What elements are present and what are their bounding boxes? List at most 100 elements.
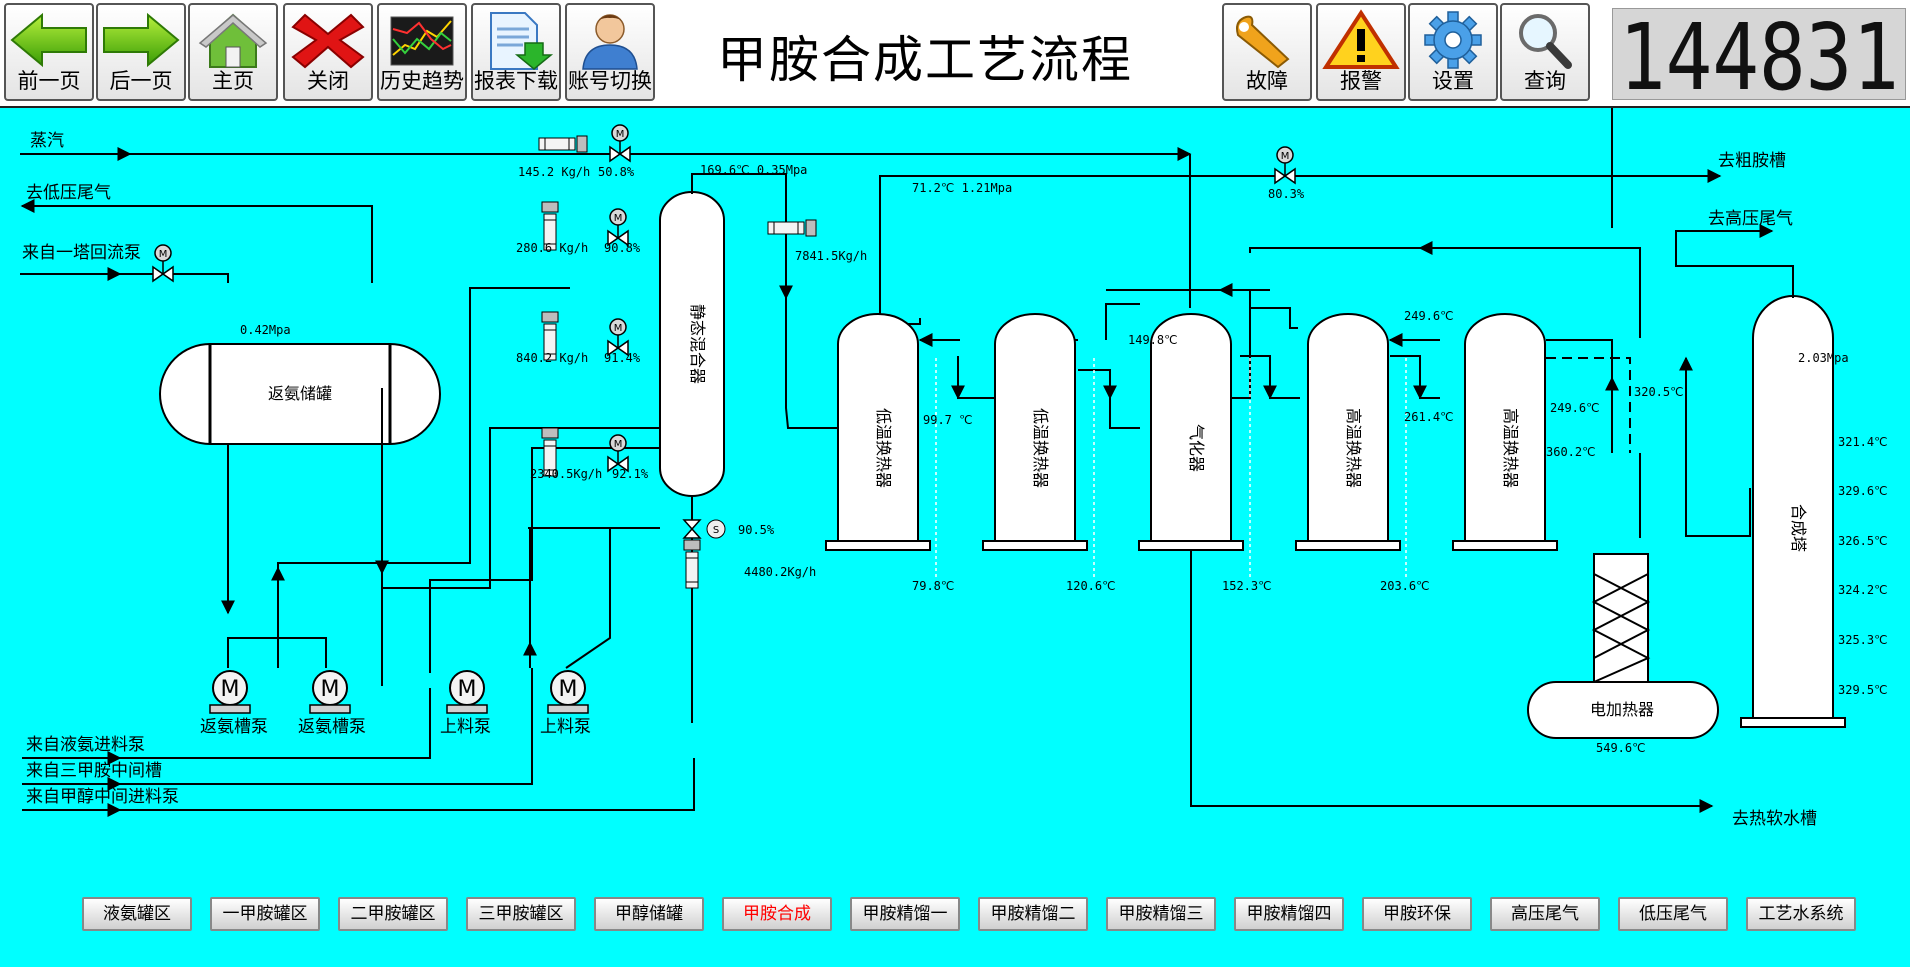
nav-methanol-tank[interactable]: 甲醇储罐 bbox=[594, 897, 704, 931]
valve-3-icon[interactable] bbox=[607, 434, 629, 472]
nav-distillation-3[interactable]: 甲胺精馏三 bbox=[1106, 897, 1216, 931]
t-heater: 549.6℃ bbox=[1596, 741, 1646, 755]
t-gasifier-top: 149.8℃ bbox=[1128, 333, 1178, 347]
thermocouple-lines bbox=[935, 358, 1407, 578]
valve2-reading: 91.4% bbox=[604, 351, 641, 365]
query-button[interactable]: 查询 bbox=[1500, 3, 1590, 101]
high-temp-exchanger-2[interactable] bbox=[1452, 313, 1558, 551]
nav-tma-tank[interactable]: 三甲胺罐区 bbox=[466, 897, 576, 931]
label-steam: 蒸汽 bbox=[30, 131, 64, 151]
nav-mma-tank[interactable]: 一甲胺罐区 bbox=[210, 897, 320, 931]
tower-temp-4: 324.2℃ bbox=[1838, 583, 1888, 597]
home-icon bbox=[198, 13, 268, 68]
report-download-button[interactable]: 报表下载 bbox=[471, 3, 561, 101]
high-tail-gas-line bbox=[1675, 230, 1794, 298]
home-label: 主页 bbox=[212, 69, 254, 93]
user-icon bbox=[582, 14, 638, 70]
history-trend-button[interactable]: 历史趋势 bbox=[377, 3, 467, 101]
next-page-button[interactable]: 后一页 bbox=[96, 3, 186, 101]
svg-text:S: S bbox=[713, 525, 719, 536]
synthesis-tower[interactable] bbox=[1740, 295, 1846, 728]
alarm-label: 报警 bbox=[1340, 69, 1382, 93]
close-button[interactable]: 关闭 bbox=[283, 3, 373, 101]
crude-amine-line bbox=[879, 169, 1722, 378]
nav-amine-environment[interactable]: 甲胺环保 bbox=[1362, 897, 1472, 931]
nav-high-pressure-tail[interactable]: 高压尾气 bbox=[1490, 897, 1600, 931]
nav-distillation-1[interactable]: 甲胺精馏一 bbox=[850, 897, 960, 931]
t-152: 152.3℃ bbox=[1222, 579, 1272, 593]
feed-pump-1[interactable] bbox=[446, 670, 488, 714]
document-download-icon bbox=[490, 12, 554, 70]
prev-page-button[interactable]: 前一页 bbox=[4, 3, 94, 101]
valve-2-icon[interactable] bbox=[607, 318, 629, 356]
low-temp-exchanger-1[interactable] bbox=[825, 313, 931, 551]
hot-water-line bbox=[1190, 550, 1710, 807]
steam-flow-reading: 145.2 Kg/h bbox=[518, 165, 590, 179]
flow3-reading: 2340.5Kg/h bbox=[530, 467, 602, 481]
tower-temp-3: 326.5℃ bbox=[1838, 534, 1888, 548]
crude-valve-icon[interactable] bbox=[1274, 146, 1296, 184]
home-button[interactable]: 主页 bbox=[188, 3, 278, 101]
feed-lines bbox=[22, 447, 695, 817]
flow1-reading: 280.6 Kg/h bbox=[516, 241, 588, 255]
warning-icon bbox=[1322, 9, 1400, 69]
page-title: 甲胺合成工艺流程 bbox=[717, 31, 1133, 89]
nav-distillation-2[interactable]: 甲胺精馏二 bbox=[978, 897, 1088, 931]
flow2-reading: 840.2 Kg/h bbox=[516, 351, 588, 365]
t-high1: 261.4℃ bbox=[1404, 410, 1454, 424]
outlet-valve-icon[interactable]: S bbox=[682, 519, 726, 539]
t-120: 120.6℃ bbox=[1066, 579, 1116, 593]
valve-1-icon[interactable] bbox=[607, 208, 629, 246]
reflux-line bbox=[20, 273, 229, 283]
steam-valve-reading: 50.8% bbox=[598, 165, 635, 179]
valve3-reading: 92.1% bbox=[612, 467, 649, 481]
alarm-button[interactable]: 报警 bbox=[1316, 3, 1406, 101]
settings-button[interactable]: 设置 bbox=[1408, 3, 1498, 101]
outlet-flowmeter bbox=[683, 539, 701, 589]
tower-temp-2: 329.6℃ bbox=[1838, 484, 1888, 498]
label-from-liquid-ammonia: 来自液氨进料泵 bbox=[26, 735, 145, 755]
label-to-hot-water: 去热软水槽 bbox=[1732, 809, 1817, 829]
mixer-flowmeter bbox=[767, 219, 817, 237]
valve1-reading: 90.8% bbox=[604, 241, 641, 255]
feed-pump-2[interactable] bbox=[547, 670, 589, 714]
t-lowhx-in: 99.7 ℃ bbox=[923, 413, 973, 427]
t-360: 360.2℃ bbox=[1546, 445, 1596, 459]
label-from-methanol: 来自甲醇中间进料泵 bbox=[26, 787, 179, 807]
report-download-label: 报表下载 bbox=[474, 69, 558, 93]
label-high-hx1: 高温换热器 bbox=[1344, 408, 1363, 488]
nav-dma-tank[interactable]: 二甲胺罐区 bbox=[338, 897, 448, 931]
reflux-valve-icon[interactable] bbox=[152, 244, 174, 282]
low-temp-exchanger-2[interactable] bbox=[982, 313, 1088, 551]
label-return-tank: 返氨储罐 bbox=[268, 384, 332, 403]
p-tower: 2.03Mpa bbox=[1798, 351, 1849, 365]
fault-button[interactable]: 故障 bbox=[1222, 3, 1312, 101]
steam-valve-icon[interactable] bbox=[609, 124, 631, 162]
tank-pressure-reading: 0.42Mpa bbox=[240, 323, 291, 337]
electric-heater[interactable] bbox=[1527, 553, 1719, 739]
gasifier[interactable] bbox=[1138, 313, 1244, 551]
history-trend-label: 历史趋势 bbox=[380, 69, 464, 93]
tower-temp-1: 321.4℃ bbox=[1838, 435, 1888, 449]
static-mixer[interactable] bbox=[659, 191, 725, 497]
close-label: 关闭 bbox=[307, 69, 349, 93]
magnifier-icon bbox=[1519, 14, 1572, 69]
label-pump2: 返氨槽泵 bbox=[298, 717, 366, 737]
label-pump3: 上料泵 bbox=[440, 717, 491, 737]
return-ammonia-tank[interactable] bbox=[159, 343, 441, 445]
prev-page-label: 前一页 bbox=[17, 69, 81, 93]
high-temp-exchanger-1[interactable] bbox=[1295, 313, 1401, 551]
label-static-mixer: 静态混合器 bbox=[688, 304, 707, 384]
account-switch-button[interactable]: 账号切换 bbox=[565, 3, 655, 101]
return-pump-1[interactable] bbox=[209, 670, 251, 714]
return-pump-2[interactable] bbox=[309, 670, 351, 714]
nav-liquid-ammonia-tank[interactable]: 液氨罐区 bbox=[82, 897, 192, 931]
tower-temp-5: 325.3℃ bbox=[1838, 633, 1888, 647]
nav-amine-synthesis[interactable]: 甲胺合成 bbox=[722, 897, 832, 931]
t-heater-in: 320.5℃ bbox=[1634, 385, 1684, 399]
nav-low-pressure-tail[interactable]: 低压尾气 bbox=[1618, 897, 1728, 931]
nav-process-water[interactable]: 工艺水系统 bbox=[1746, 897, 1856, 931]
nav-distillation-4[interactable]: 甲胺精馏四 bbox=[1234, 897, 1344, 931]
tower-temp-6: 329.5℃ bbox=[1838, 683, 1888, 697]
